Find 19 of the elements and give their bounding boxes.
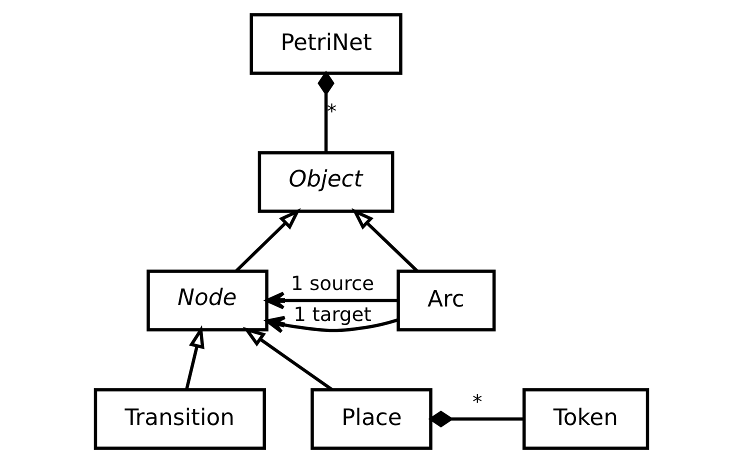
connector — [428, 410, 523, 428]
arrow — [265, 316, 398, 334]
arrow — [351, 208, 418, 272]
edge-label: 1 target — [293, 302, 371, 326]
node-box: PetriNet — [249, 13, 402, 75]
edge-label: * — [326, 100, 336, 124]
node-box: Node — [146, 270, 268, 332]
node-box: Place — [310, 388, 432, 450]
edge-label: 1 source — [290, 272, 374, 296]
node-box: Token — [522, 388, 649, 450]
node-box: Arc — [396, 270, 496, 332]
edge-label: * — [472, 390, 482, 414]
node-box: Transition — [93, 388, 266, 450]
connector — [317, 70, 334, 152]
arrow — [184, 325, 204, 390]
arrow — [234, 208, 300, 272]
arrow — [265, 292, 398, 310]
node-box: Object — [257, 151, 394, 213]
arrow — [242, 326, 332, 391]
